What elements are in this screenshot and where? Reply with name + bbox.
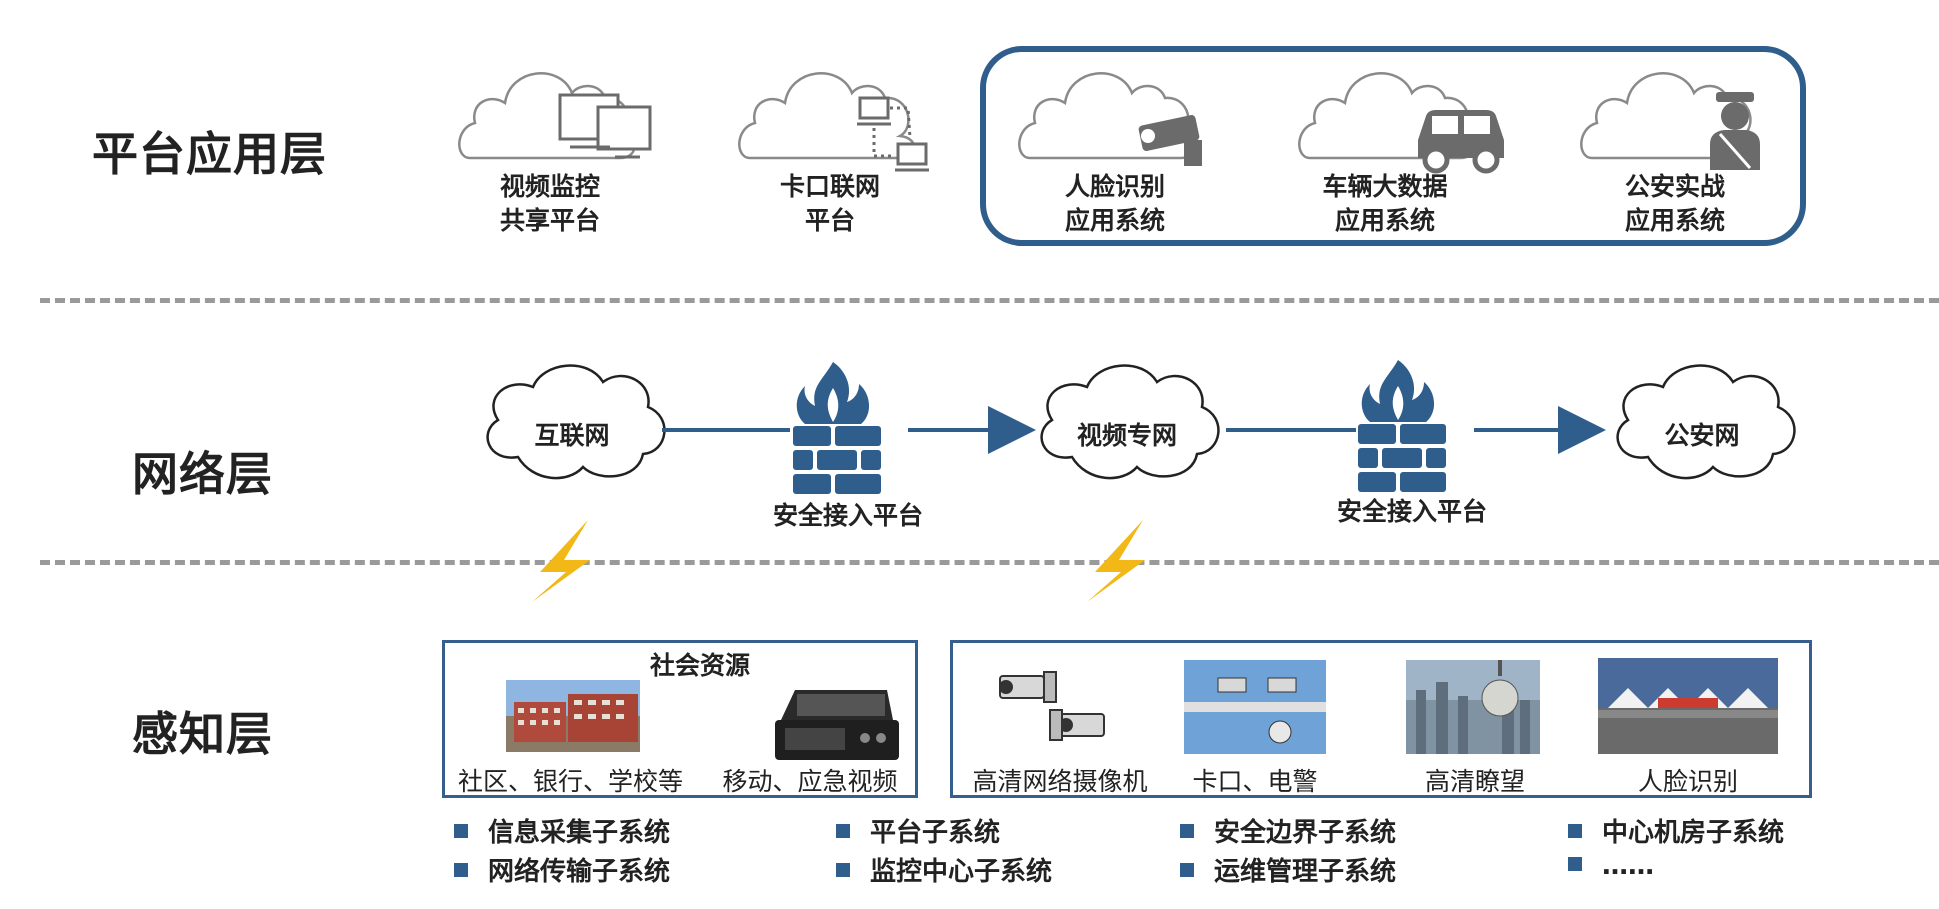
caption-hd-camera: 高清网络摄像机 [972, 767, 1148, 796]
subsystem-item: 运维管理子系统 [1180, 851, 1396, 890]
mobile-unit-image [775, 690, 899, 760]
device-box [950, 640, 1812, 798]
social-resources-title: 社会资源 [649, 651, 750, 680]
police-officer-icon [1710, 92, 1760, 170]
subsystem-item: 安全边界子系统 [1180, 812, 1396, 851]
subsystem-item: 监控中心子系统 [836, 851, 1052, 890]
hd-camera-image [999, 671, 1105, 741]
bullet-icon [1568, 823, 1582, 838]
network-diagram [486, 360, 1796, 602]
gateway-label-1: 安全接入平台 [772, 501, 923, 530]
layer-title-platform: 平台应用层 [92, 127, 327, 181]
caption-mobile-video: 移动、应急视频 [722, 767, 898, 796]
subsystem-item: 信息采集子系统 [454, 812, 670, 851]
lightning-icon [1087, 520, 1145, 602]
building-image [506, 680, 640, 752]
bullet-icon [454, 823, 468, 838]
bullet-icon [454, 862, 468, 877]
lightning-icon [532, 520, 590, 602]
subsystem-column-2: 平台子系统 监控中心子系统 [836, 812, 1052, 890]
platform-item-face: 人脸识别应用系统 [1064, 172, 1165, 235]
layer-title-network: 网络层 [132, 447, 273, 501]
subsystem-item: …… [1568, 851, 1784, 890]
subsystem-item: 中心机房子系统 [1568, 812, 1784, 851]
bullet-icon [836, 862, 850, 877]
subsystem-item: 平台子系统 [836, 812, 1052, 851]
bullet-icon [1568, 856, 1582, 871]
monitor-icon [558, 93, 652, 159]
app-systems-group [980, 46, 1806, 246]
network-devices-icon [857, 96, 929, 172]
caption-checkpoint: 卡口、电警 [1192, 767, 1318, 796]
city-watch-image [1406, 660, 1540, 754]
subsystem-item: 网络传输子系统 [454, 851, 670, 890]
video-net-label: 视频专网 [1076, 421, 1177, 450]
divider-top [40, 298, 1939, 303]
divider-bottom [40, 560, 1939, 565]
platform-item-checkpoint: 卡口联网平台 [779, 172, 880, 235]
layer-title-perception: 感知层 [132, 707, 273, 761]
camera-icon [1138, 114, 1202, 166]
police-net-label: 公安网 [1664, 421, 1740, 450]
platform-item-police: 公安实战应用系统 [1624, 172, 1725, 235]
social-resources-box [442, 640, 918, 798]
face-gate-image [1598, 658, 1778, 754]
firewall-icon [1358, 360, 1446, 492]
firewall-icon [793, 362, 881, 494]
subsystem-column-3: 安全边界子系统 运维管理子系统 [1180, 812, 1396, 890]
caption-city-watch: 高清瞭望 [1424, 767, 1525, 796]
perception-images [506, 658, 1778, 760]
checkpoint-camera-image [1184, 660, 1326, 754]
bullet-icon [1180, 823, 1194, 838]
bullet-icon [1180, 862, 1194, 877]
platform-item-vehicle: 车辆大数据应用系统 [1322, 172, 1448, 235]
bullet-icon [836, 823, 850, 838]
internet-label: 互联网 [534, 421, 610, 450]
caption-face-recognition: 人脸识别 [1637, 767, 1738, 796]
gateway-label-2: 安全接入平台 [1336, 497, 1487, 526]
platform-item-video-share: 视频监控共享平台 [499, 172, 600, 235]
subsystem-column-4: 中心机房子系统 …… [1568, 812, 1784, 890]
car-icon [1418, 110, 1504, 174]
caption-social-places: 社区、银行、学校等 [458, 767, 684, 796]
subsystem-column-1: 信息采集子系统 网络传输子系统 [454, 812, 670, 890]
platform-clouds [458, 72, 1760, 174]
